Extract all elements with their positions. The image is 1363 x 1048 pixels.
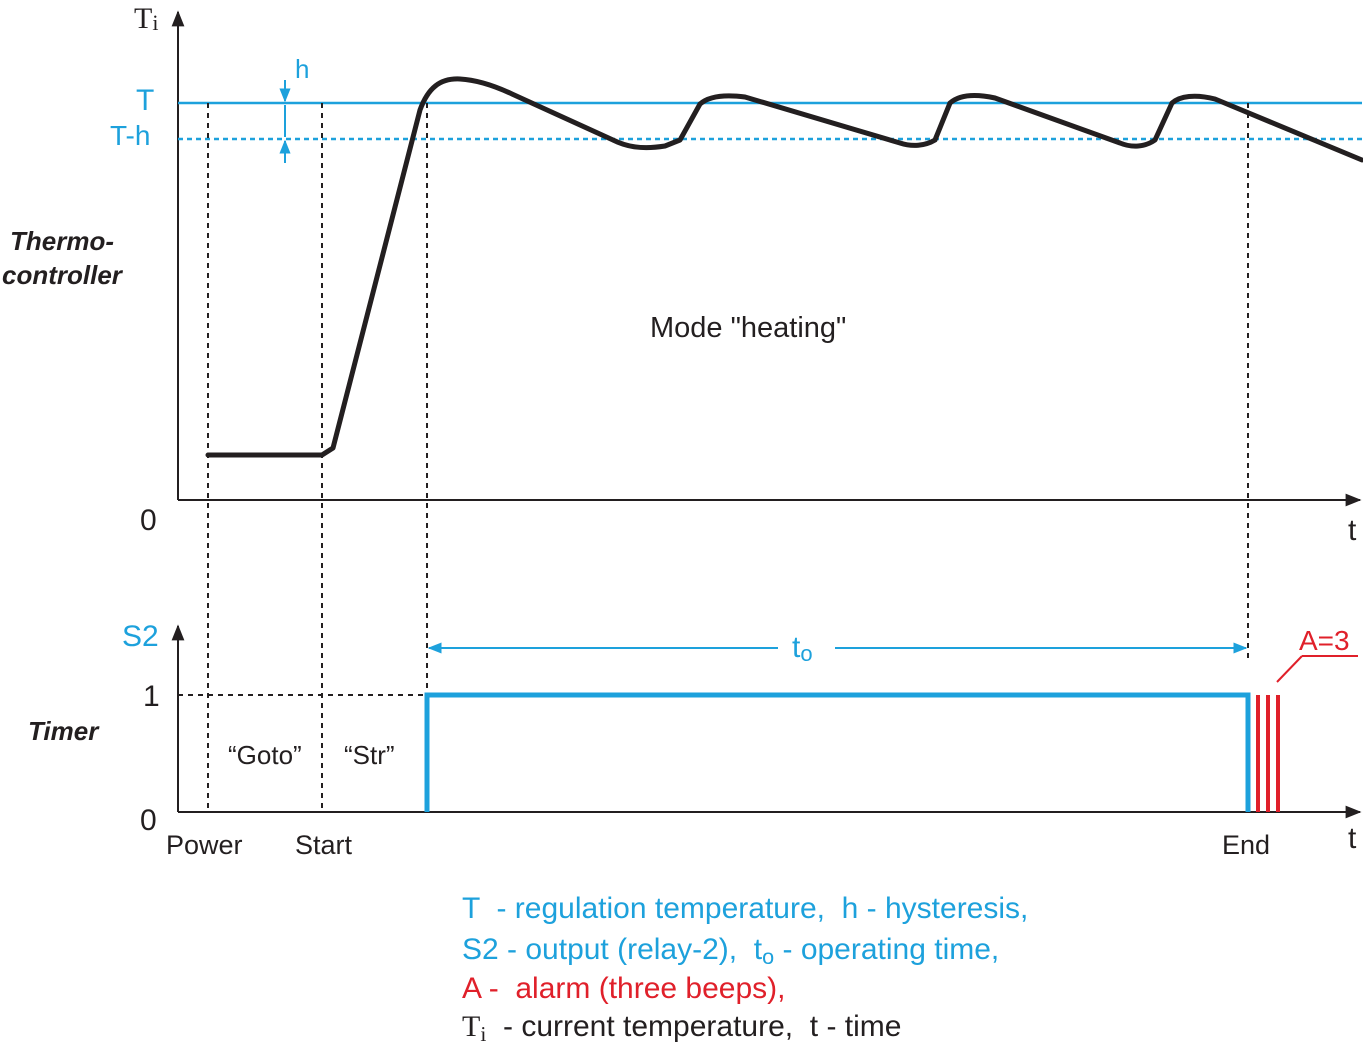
thermo-section-label-line2: controller [2,260,124,290]
operating-time-label: to [792,631,813,666]
legend-term-A: A [462,972,481,1005]
temperature-curve [205,76,1363,458]
vertical-guide-lines [207,103,1249,812]
timer-section-label: Timer [28,716,100,746]
legend-line-regulation: T - regulation temperature, h - hysteres… [462,892,1028,926]
legend-term-T: T [462,892,480,925]
legend-desc-output: - output (relay-2), t [498,933,763,966]
T-label: T [136,84,154,117]
legend-desc-alarm: - alarm (three beeps), [480,972,786,1005]
alarm-leader-line [1276,655,1303,683]
legend-to-sub: o [762,944,775,970]
s2-output-pulse [424,692,1251,812]
legend-line-output: S2 - output (relay-2), to - operating ti… [462,933,1000,970]
alarm-label: A=3 [1299,625,1350,656]
thermo-zero-label: 0 [140,504,157,537]
start-label: Start [295,830,353,860]
timer-zero-label: 0 [140,804,157,837]
thermo-y-axis-label: Ti [134,2,158,35]
timer-one-label: 1 [143,680,160,713]
power-label: Power [166,830,243,860]
legend-line-current: Ti - current temperature, t - time [462,1010,902,1047]
legend-desc-regulation: - regulation temperature, h - hysteresis… [479,892,1029,925]
thermo-x-axis-label: t [1348,514,1357,547]
timer-axes [171,624,1362,819]
mode-label: Mode "heating" [650,312,846,344]
legend-term-Ti: Ti [462,1010,487,1047]
legend-desc-operating: - operating time, [774,933,1000,966]
legend-line-alarm: A - alarm (three beeps), [462,972,785,1006]
thermo-axes [171,10,1362,507]
str-label: “Str” [344,740,395,770]
timer-x-axis-label: t [1348,822,1357,855]
T-h-label: T-h [110,120,150,151]
alarm-beeps [1256,695,1280,812]
goto-label: “Goto” [228,740,302,770]
thermo-section-label-line1: Thermo- [10,226,114,256]
h-label: h [295,54,309,84]
end-label: End [1222,830,1270,860]
legend-desc-current: - current temperature, t - time [486,1010,902,1043]
legend-term-S2: S2 [462,933,499,966]
timer-y-axis-label: S2 [122,620,159,653]
